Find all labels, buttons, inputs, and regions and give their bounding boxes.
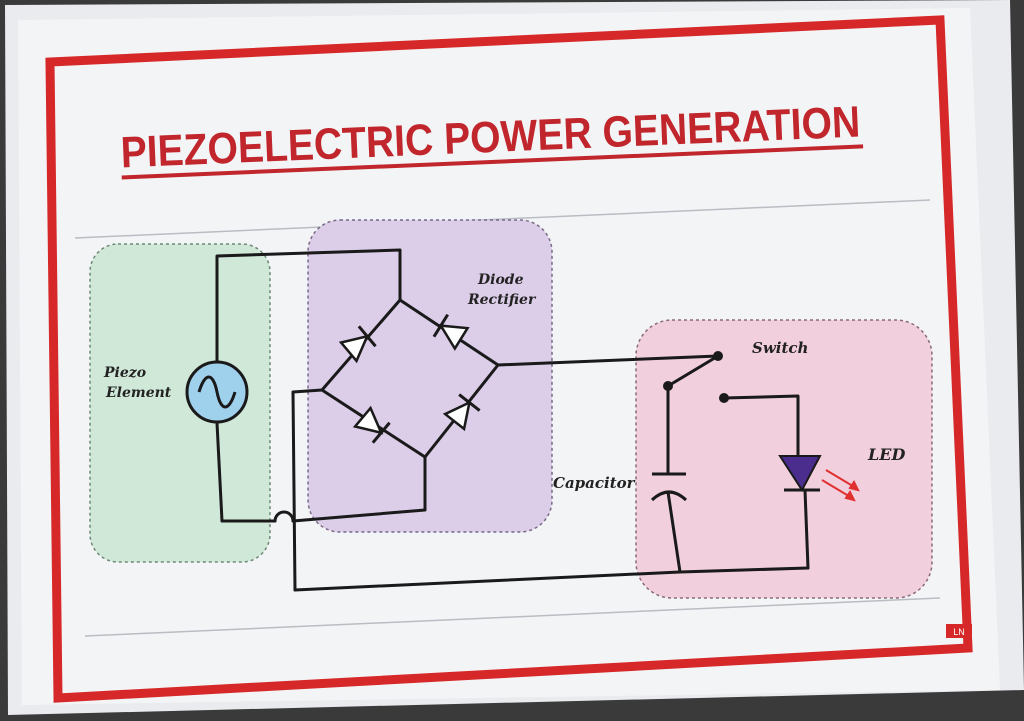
wire-top — [215, 248, 402, 364]
rectifier-label-line2: Rectifier — [467, 292, 537, 308]
rectifier-zone — [307, 219, 553, 533]
capacitor-icon — [650, 472, 688, 502]
capacitor-label: Capacitor — [553, 474, 636, 492]
wire-led-top — [722, 394, 800, 458]
corner-mark-box — [946, 624, 972, 638]
piezo-label-line2: Element — [105, 385, 172, 401]
piezo-zone — [89, 243, 271, 563]
led-icon — [778, 455, 860, 502]
diode-icon — [352, 405, 391, 444]
switch-blade — [666, 354, 720, 388]
diode-icon — [432, 313, 470, 351]
wire-bridge-bottom — [291, 455, 427, 523]
wire-left-return — [291, 388, 324, 592]
wire-cap-bottom — [666, 490, 682, 574]
wire-led-bottom — [803, 488, 810, 570]
bridge-diamond — [320, 298, 500, 459]
corner-mark: LN — [953, 627, 965, 637]
led-label: LED — [867, 445, 905, 464]
wire-source-bottom — [215, 421, 277, 523]
separator-top — [74, 199, 931, 239]
ac-source-icon — [185, 360, 249, 424]
wire-positive — [496, 354, 720, 367]
switch-label: Switch — [752, 339, 808, 357]
diode-icon — [338, 325, 377, 364]
wire-crossover — [273, 510, 295, 523]
diode-icon — [442, 393, 481, 432]
title-underline — [121, 144, 864, 180]
switch-icon — [663, 351, 729, 403]
piezo-label-line1: Piezo — [103, 365, 146, 381]
poster-border — [45, 15, 973, 703]
circuit-wires — [215, 248, 810, 592]
separator-bottom — [84, 597, 941, 637]
rectifier-label-line1: Diode — [477, 272, 524, 288]
